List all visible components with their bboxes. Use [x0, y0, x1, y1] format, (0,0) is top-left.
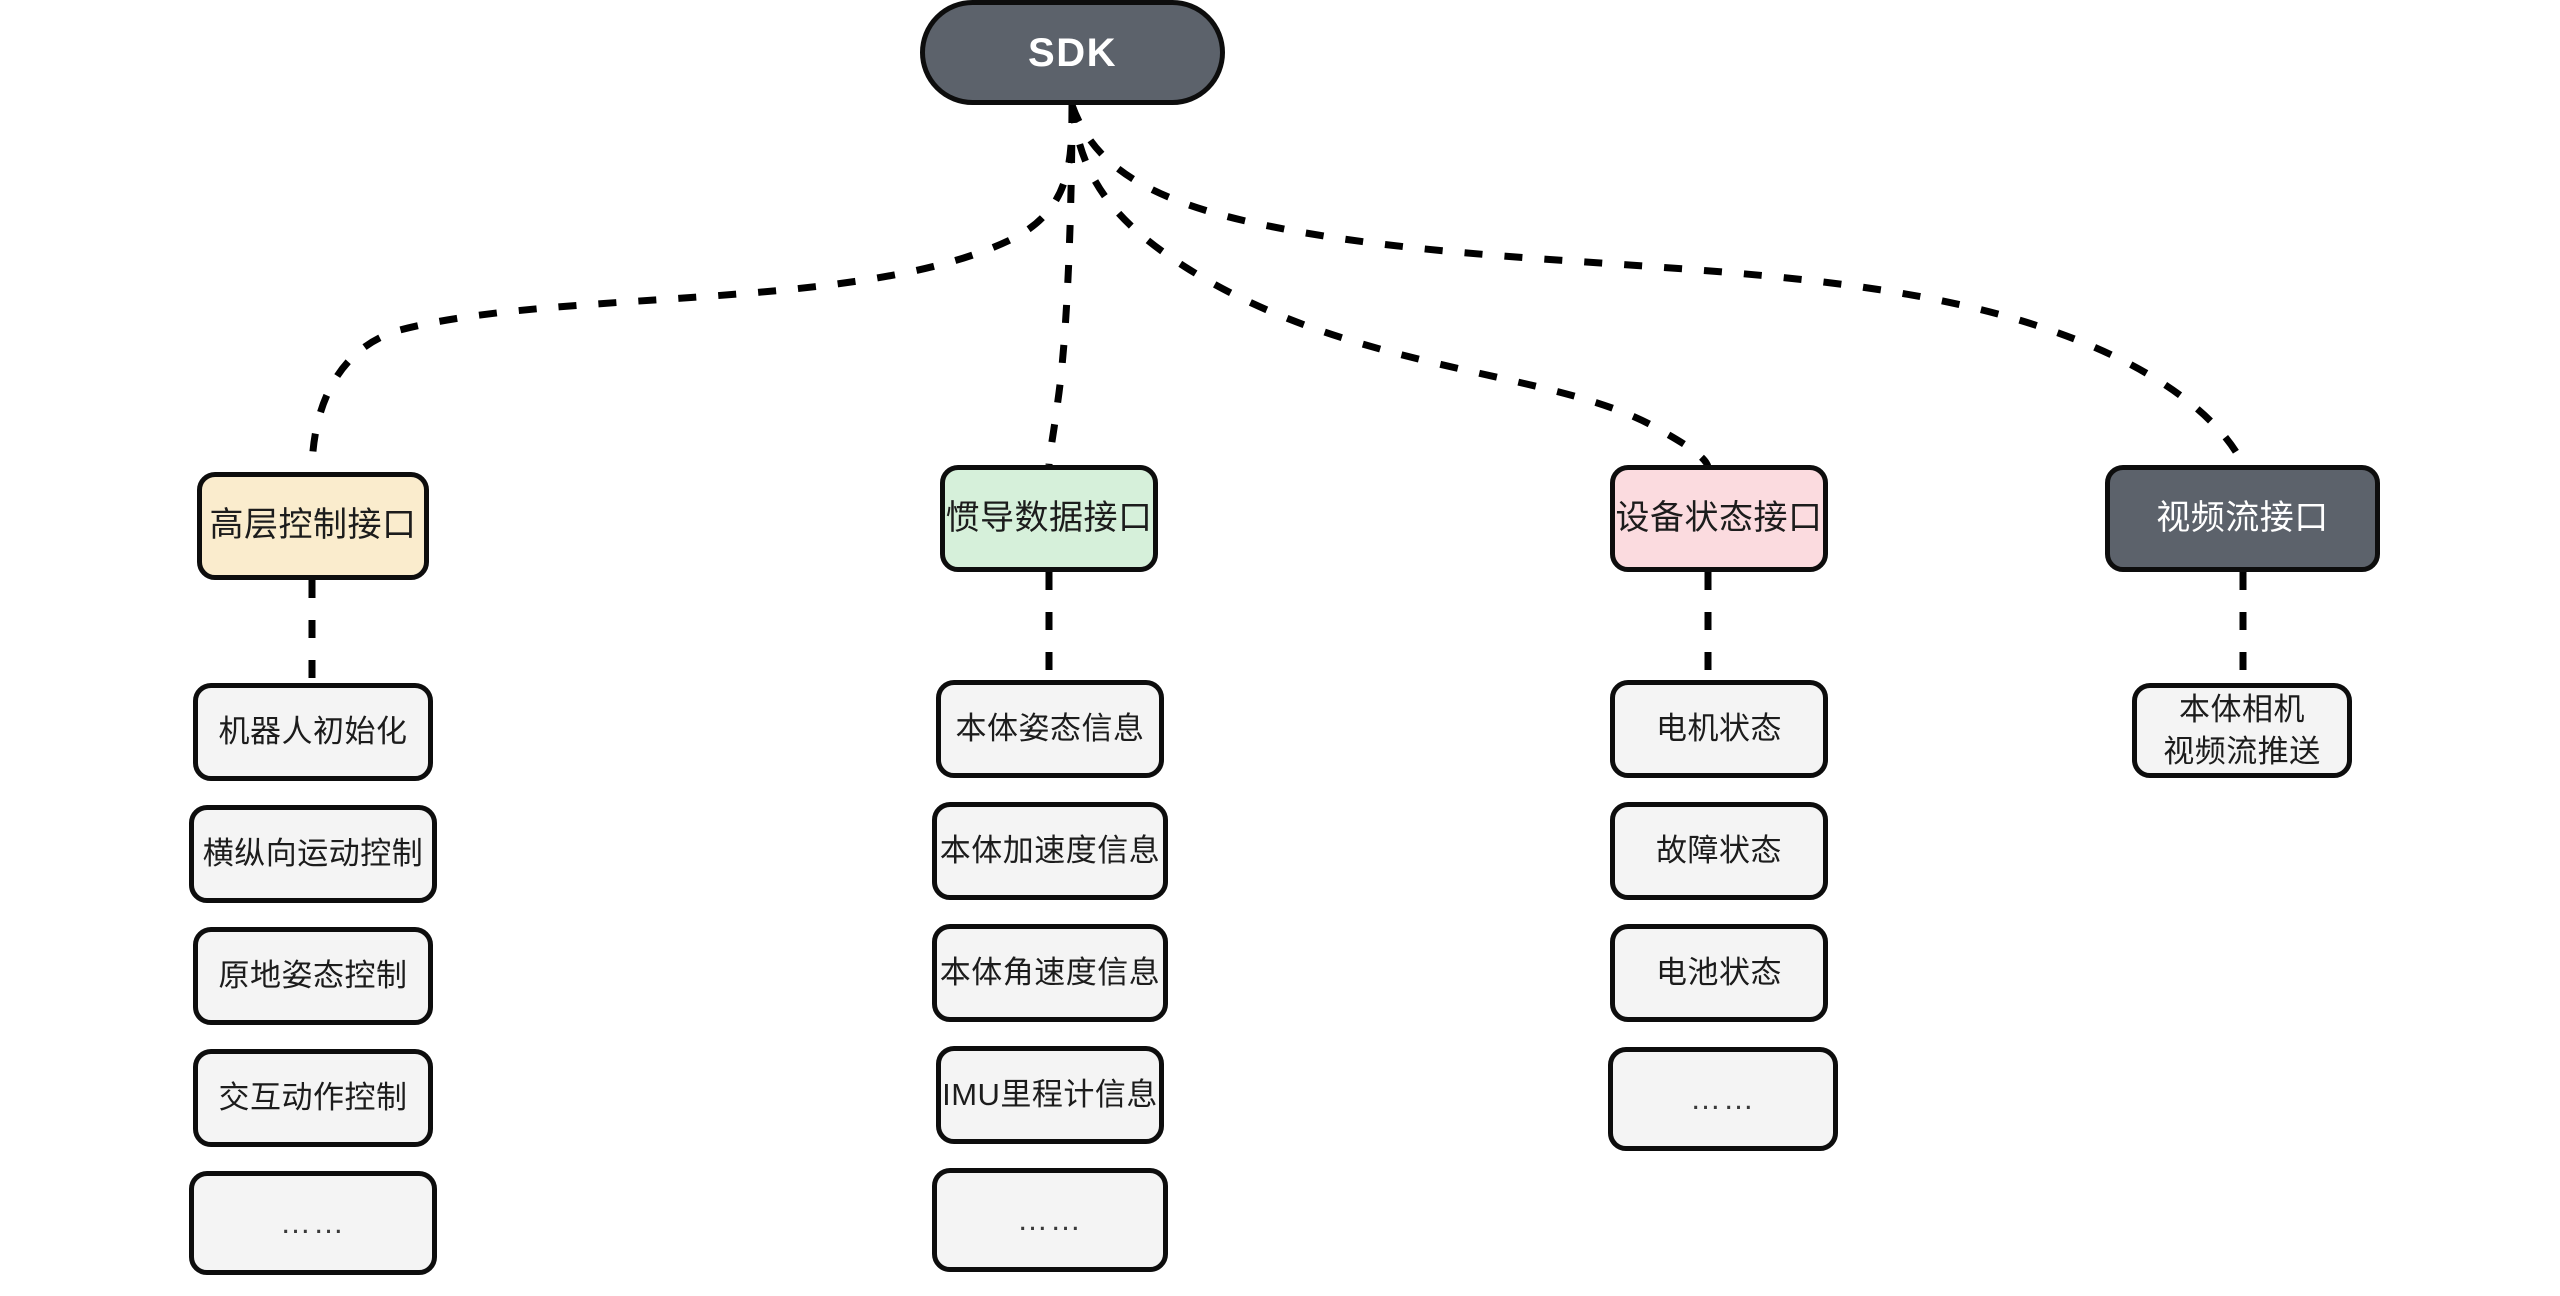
- node-leaf-fault-status[interactable]: 故障状态: [1610, 802, 1828, 900]
- node-root-label: SDK: [1028, 30, 1117, 75]
- node-leaf-more-high-level-control[interactable]: ……: [189, 1171, 437, 1275]
- node-leaf-label: 本体姿态信息: [955, 711, 1145, 747]
- edge-root-to-device-status: [1068, 104, 1712, 469]
- node-leaf-body-angular-velocity-info[interactable]: 本体角速度信息: [932, 924, 1168, 1022]
- node-leaf-label-line1: 本体相机: [2179, 691, 2305, 727]
- node-leaf-label: 交互动作控制: [218, 1080, 408, 1116]
- ellipsis-label: ……: [1690, 1081, 1756, 1117]
- node-leaf-more-inertial-navigation-data[interactable]: ……: [932, 1168, 1168, 1272]
- node-leaf-interaction-action-control[interactable]: 交互动作控制: [193, 1049, 433, 1147]
- node-leaf-label: 本体角速度信息: [939, 955, 1161, 991]
- node-leaf-label: 原地姿态控制: [218, 958, 408, 994]
- node-leaf-label: 本体加速度信息: [939, 833, 1161, 869]
- node-leaf-label: 机器人初始化: [218, 714, 408, 750]
- node-category-device-status[interactable]: 设备状态接口: [1610, 465, 1828, 572]
- node-leaf-imu-odometry-info[interactable]: IMU里程计信息: [936, 1046, 1164, 1144]
- node-leaf-body-camera-video-stream-push[interactable]: 本体相机 视频流推送: [2132, 683, 2352, 778]
- node-category-label: 视频流接口: [2156, 498, 2329, 537]
- node-category-high-level-control[interactable]: 高层控制接口: [197, 472, 429, 580]
- node-leaf-label: IMU里程计信息: [942, 1077, 1158, 1113]
- node-leaf-body-attitude-info[interactable]: 本体姿态信息: [936, 680, 1164, 778]
- ellipsis-label: ……: [1017, 1202, 1083, 1238]
- node-leaf-body-acceleration-info[interactable]: 本体加速度信息: [932, 802, 1168, 900]
- node-leaf-label: 故障状态: [1656, 833, 1782, 869]
- node-leaf-label: 电机状态: [1656, 711, 1782, 747]
- edge-root-to-inertial-navigation-data: [1045, 104, 1076, 466]
- node-category-video-stream[interactable]: 视频流接口: [2105, 465, 2380, 572]
- node-leaf-label: 横纵向运动控制: [202, 836, 424, 872]
- edge-root-to-video-stream: [1068, 103, 2247, 467]
- node-leaf-more-device-status[interactable]: ……: [1608, 1047, 1838, 1151]
- edge-root-to-high-level-control: [308, 104, 1076, 473]
- node-leaf-robot-init[interactable]: 机器人初始化: [193, 683, 433, 781]
- node-category-label: 高层控制接口: [209, 506, 417, 545]
- node-leaf-label-line2: 视频流推送: [2163, 733, 2321, 769]
- node-category-label: 设备状态接口: [1615, 498, 1823, 537]
- node-root-sdk[interactable]: SDK: [920, 0, 1225, 105]
- node-leaf-lateral-longitudinal-motion-control[interactable]: 横纵向运动控制: [189, 805, 437, 903]
- node-category-label: 惯导数据接口: [945, 498, 1153, 537]
- node-leaf-motor-status[interactable]: 电机状态: [1610, 680, 1828, 778]
- node-leaf-label: 电池状态: [1656, 955, 1782, 991]
- node-leaf-label-group: 本体相机 视频流推送: [2163, 689, 2321, 773]
- node-category-inertial-navigation-data[interactable]: 惯导数据接口: [940, 465, 1158, 572]
- ellipsis-label: ……: [280, 1205, 346, 1241]
- node-leaf-in-place-posture-control[interactable]: 原地姿态控制: [193, 927, 433, 1025]
- node-leaf-battery-status[interactable]: 电池状态: [1610, 924, 1828, 1022]
